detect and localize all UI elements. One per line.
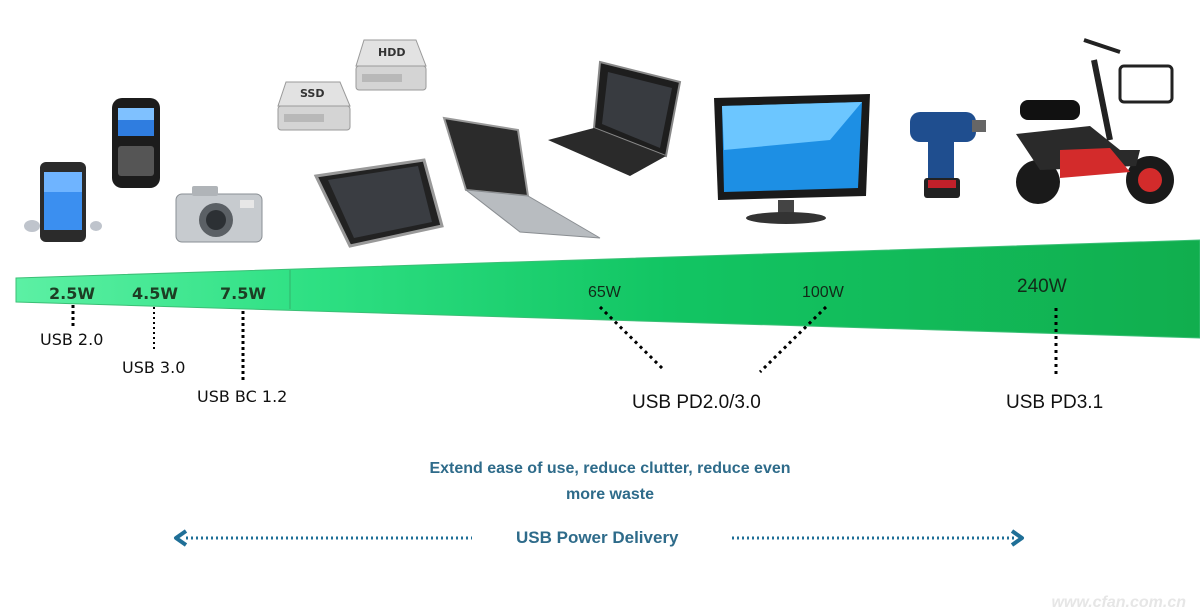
hdd-label: HDD (378, 46, 406, 59)
watt-label-4-5w: 4.5W (132, 284, 178, 303)
slogan-line-1: Extend ease of use, reduce clutter, redu… (429, 460, 791, 477)
connector-100w (758, 305, 828, 374)
power-band (15, 239, 1200, 339)
standard-label-usbbc12: USB BC 1.2 (197, 387, 288, 406)
tablet-icon (313, 158, 444, 248)
standard-label-usb20: USB 2.0 (40, 330, 104, 349)
ssd-drive-icon (277, 81, 351, 131)
standard-label-usbpd31: USB PD3.1 (1006, 392, 1104, 413)
watermark: www.cfan.com.cn (1051, 594, 1186, 611)
laptop-icon (548, 60, 682, 176)
standard-label-usb30: USB 3.0 (122, 358, 186, 377)
watt-label-240w: 240W (1017, 276, 1067, 297)
slogan-line-2: more waste (565, 486, 655, 503)
smartphone-icon (24, 162, 102, 242)
watt-label-2-5w: 2.5W (49, 284, 95, 303)
usb-power-delivery-label: USB Power Delivery (516, 528, 679, 547)
blackberry-phone-icon (112, 98, 160, 188)
standard-label-usbpd23: USB PD2.0/3.0 (632, 392, 761, 413)
watt-label-100w: 100W (802, 284, 844, 301)
arrow-right-icon (1010, 529, 1024, 547)
arrow-left-icon (174, 529, 188, 547)
ultrabook-laptop-icon (442, 116, 601, 239)
slogan-text: Extend ease of use, reduce clutter, redu… (380, 456, 840, 508)
power-drill-icon (910, 112, 986, 198)
hdd-drive-icon (355, 39, 427, 91)
electric-scooter-icon (1016, 38, 1174, 204)
digital-camera-icon (175, 186, 263, 243)
ssd-label: SSD (300, 87, 325, 100)
watt-label-65w: 65W (588, 284, 621, 301)
connector-65w (598, 305, 666, 372)
watt-label-7-5w: 7.5W (220, 284, 266, 303)
monitor-icon (714, 94, 870, 224)
